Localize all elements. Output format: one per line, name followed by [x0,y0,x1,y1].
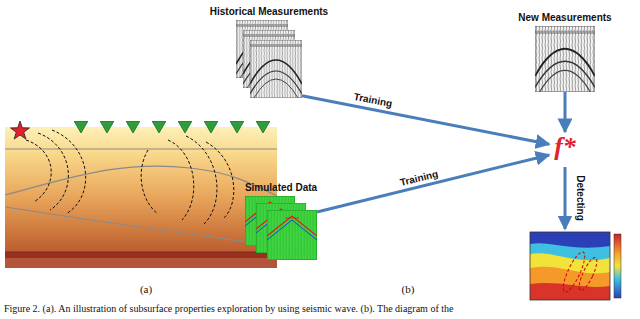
panel-heading: Simulated Data [245,182,317,193]
panel-heading: Historical Measurements [210,6,328,17]
model-label: f* [549,132,581,163]
seismic-stack [236,20,302,98]
model-symbol: f* [549,132,581,163]
panel-label: (a) [140,283,152,295]
detecting-arrow [564,167,567,229]
receiver-array [74,121,270,133]
simulated-stack [245,196,317,260]
image-panel: New Measurements [535,26,595,92]
source-star [10,121,29,139]
subsurface-section [5,127,277,268]
arrow-label: Detecting [575,175,586,221]
flow-arrow [302,96,549,145]
flow-arrow [563,92,566,132]
panel-heading: New Measurements [518,12,611,23]
seismic-image [535,26,595,92]
image-stack: Historical Measurements [236,20,302,98]
figure-caption: Figure 2. (a). An illustration of subsur… [4,303,453,314]
fold-lines [26,130,234,224]
image-stack: Simulated Data [245,196,317,260]
panel-label: (b) [402,283,415,295]
flow-arrow [317,155,549,212]
velocity-map [530,232,621,300]
